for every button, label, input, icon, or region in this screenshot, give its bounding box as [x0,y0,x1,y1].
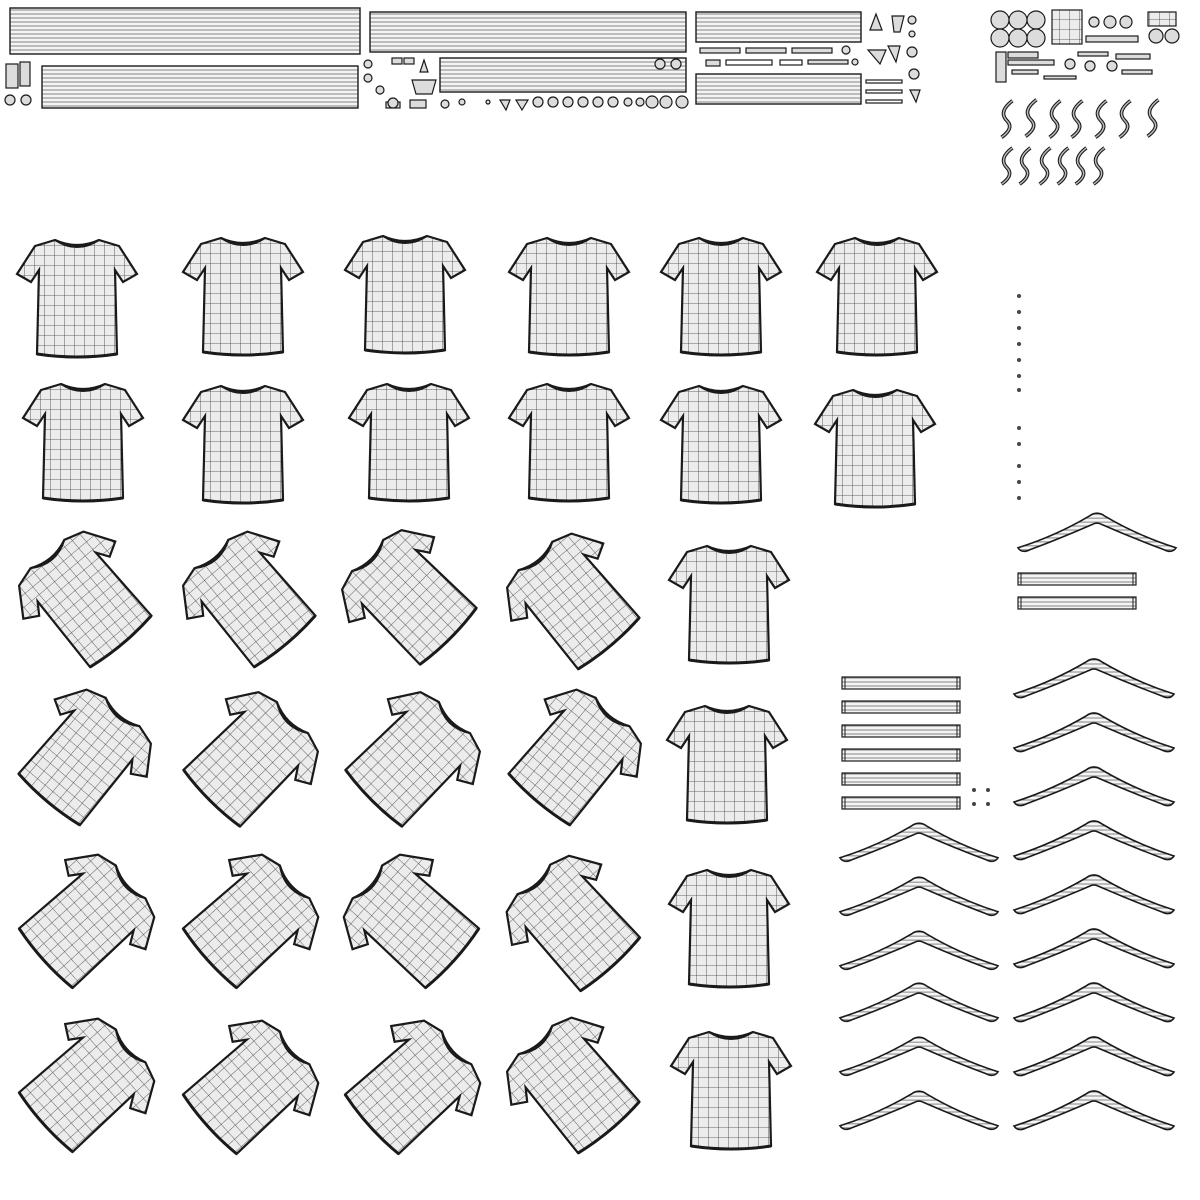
tshirt-piece [659,236,783,357]
tshirt-piece [659,384,783,505]
tshirt-piece [507,382,631,503]
curved-hooks [999,97,1161,186]
tshirt-piece [347,382,471,503]
dot-column [972,294,1021,806]
tshirt-piece [15,238,139,359]
tshirt-piece [343,234,467,355]
tshirt-piece [181,384,305,505]
tshirt-piece [21,382,145,503]
tshirt-piece [507,236,631,357]
top-strips [9,7,862,109]
tshirt-piece [813,388,937,509]
tshirt-piece [181,236,305,357]
parts-cluster-top-right [990,9,1180,83]
tshirt-piece [815,236,939,357]
small-parts [4,12,921,112]
tshirt-grid [0,234,939,1173]
